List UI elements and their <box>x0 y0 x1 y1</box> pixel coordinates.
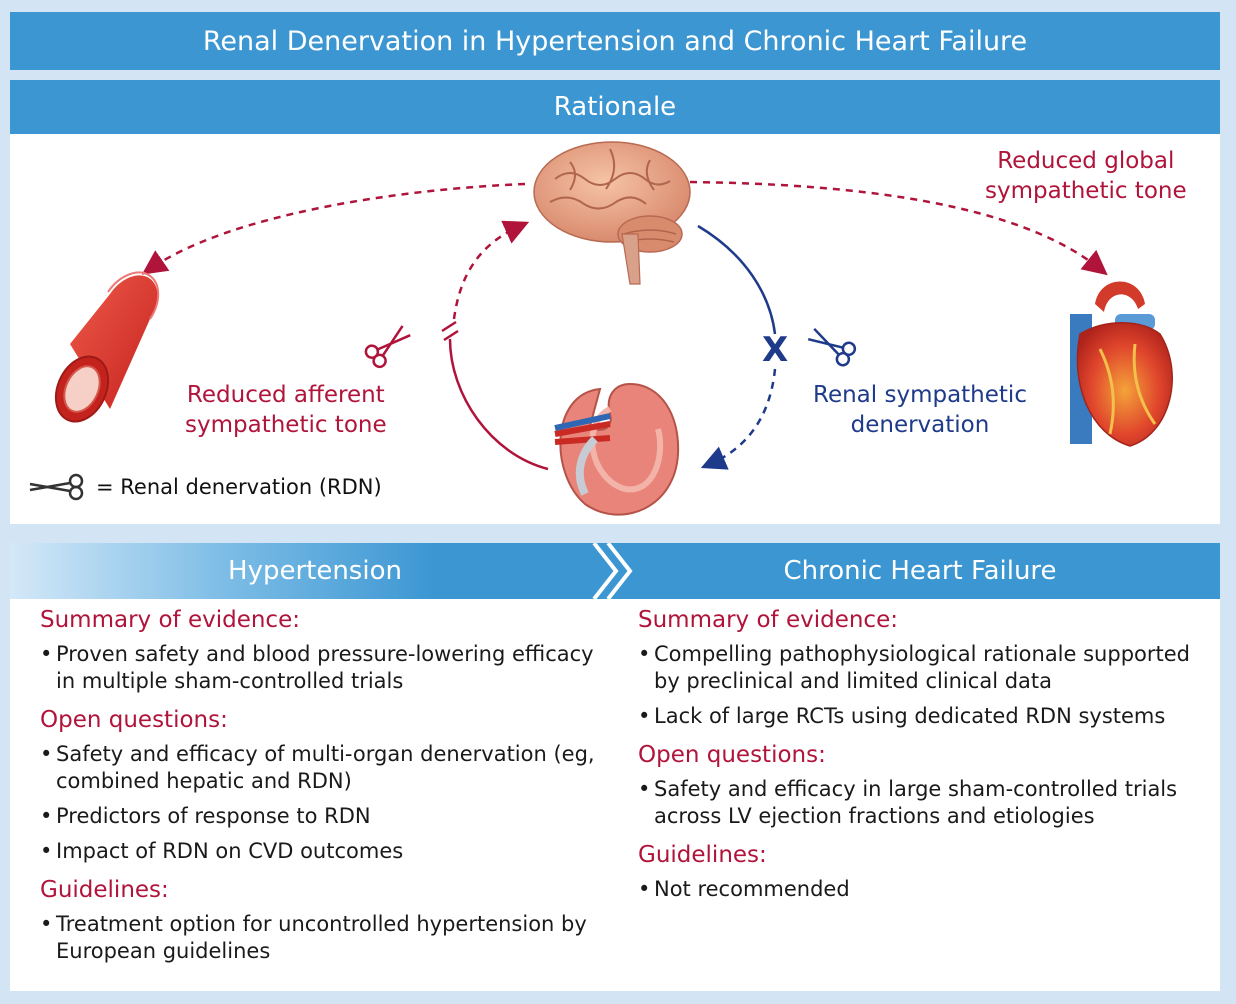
brain-icon <box>533 141 691 285</box>
comparison-header: Hypertension Chronic Heart Failure <box>10 543 1220 599</box>
chevron-right-icon <box>592 543 633 599</box>
hypertension-summary-heading: Summary of evidence: <box>40 607 300 633</box>
denervation-x-mark: X <box>762 330 789 370</box>
list-item: Proven safety and blood pressure-lowerin… <box>40 641 600 695</box>
efferent-dashed-arrow <box>700 368 777 470</box>
hypertension-header: Hypertension <box>10 543 620 599</box>
heart-failure-summary-heading: Summary of evidence: <box>638 607 898 633</box>
brain-to-vessel-arrow <box>141 182 526 275</box>
legend: = Renal denervation (RDN) <box>26 472 382 502</box>
reduced-global-line-2: sympathetic tone <box>985 178 1187 204</box>
kidney-icon <box>554 382 680 516</box>
comparison-body: Summary of evidence: Proven safety and b… <box>10 599 1220 991</box>
list-item: Treatment option for uncontrolled hypert… <box>40 911 600 965</box>
list-item: Safety and efficacy in large sham-contro… <box>638 776 1198 830</box>
scissors-icon <box>29 473 84 501</box>
heart-failure-summary-list: Compelling pathophysiological rationale … <box>638 641 1198 730</box>
heart-icon <box>1070 281 1173 447</box>
rationale-diagram <box>54 141 1173 516</box>
renal-sympathetic-line-2: denervation <box>850 412 990 438</box>
hypertension-open-list: Safety and efficacy of multi-organ dener… <box>40 741 600 865</box>
hypertension-guidelines-list: Treatment option for uncontrolled hypert… <box>40 911 600 965</box>
list-item: Compelling pathophysiological rationale … <box>638 641 1198 695</box>
renal-sympathetic-line-1: Renal sympathetic <box>813 382 1027 408</box>
reduced-afferent-line-2: sympathetic tone <box>185 412 387 438</box>
reduced-afferent-line-1: Reduced afferent <box>186 382 385 408</box>
afferent-dashed-arrow <box>452 220 530 320</box>
rationale-header: Rationale <box>10 80 1220 134</box>
rationale-panel: X Reduced global sympathetic tone Reduce… <box>10 134 1220 524</box>
reduced-global-line-1: Reduced global <box>997 148 1175 174</box>
heart-failure-header: Chronic Heart Failure <box>620 543 1220 599</box>
hypertension-summary-list: Proven safety and blood pressure-lowerin… <box>40 641 600 695</box>
renal-sympathetic-label: Renal sympathetic denervation <box>813 380 1027 440</box>
list-item: Not recommended <box>638 876 1198 903</box>
heart-failure-open-list: Safety and efficacy in large sham-contro… <box>638 776 1198 830</box>
list-item: Safety and efficacy of multi-organ dener… <box>40 741 600 795</box>
heart-failure-guidelines-heading: Guidelines: <box>638 842 767 868</box>
scissors-icon <box>364 325 411 369</box>
figure-title: Renal Denervation in Hypertension and Ch… <box>10 12 1220 70</box>
afferent-solid-path <box>448 338 549 471</box>
reduced-afferent-label: Reduced afferent sympathetic tone <box>185 380 387 440</box>
hypertension-guidelines-heading: Guidelines: <box>40 877 169 903</box>
heart-failure-column: Summary of evidence: Compelling pathophy… <box>638 605 1198 913</box>
brain-to-heart-arrow <box>689 180 1108 276</box>
efferent-solid-path <box>697 224 777 335</box>
heart-failure-guidelines-list: Not recommended <box>638 876 1198 903</box>
hypertension-open-heading: Open questions: <box>40 707 228 733</box>
blood-vessel-icon <box>54 271 160 423</box>
list-item: Predictors of response to RDN <box>40 803 600 830</box>
legend-text: = Renal denervation (RDN) <box>96 475 382 499</box>
list-item: Lack of large RCTs using dedicated RDN s… <box>638 703 1198 730</box>
heart-failure-open-heading: Open questions: <box>638 742 826 768</box>
list-item: Impact of RDN on CVD outcomes <box>40 838 600 865</box>
hypertension-column: Summary of evidence: Proven safety and b… <box>40 605 600 975</box>
reduced-global-label: Reduced global sympathetic tone <box>985 146 1187 206</box>
scissors-icon <box>807 327 857 367</box>
